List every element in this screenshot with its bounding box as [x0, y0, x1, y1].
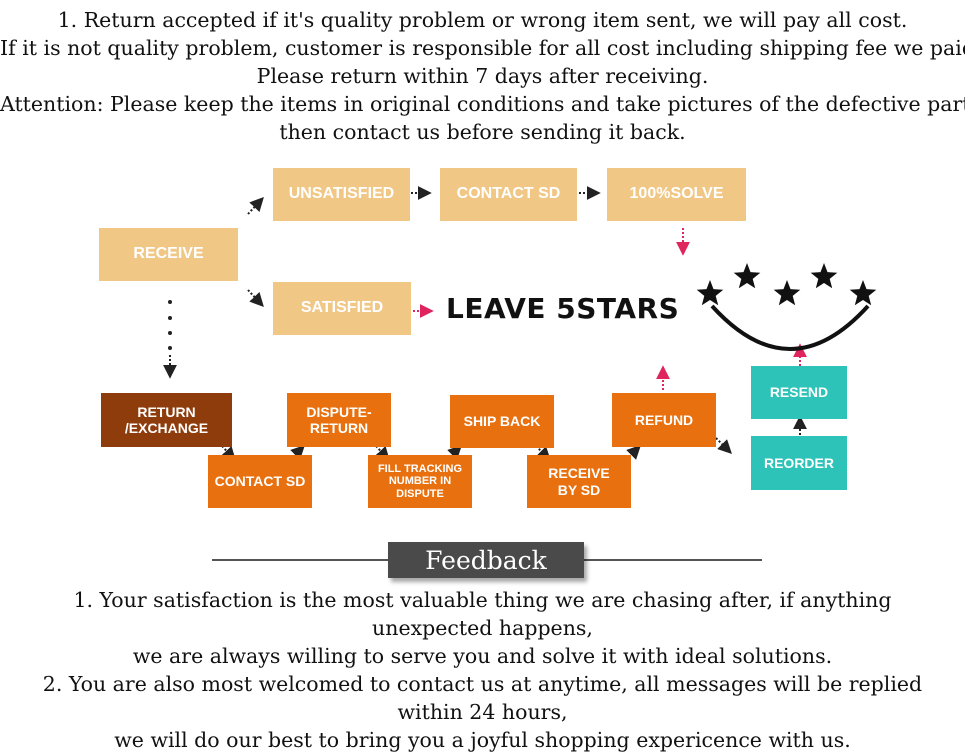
arrow-refund-reorder: [715, 437, 732, 454]
arrow-receiveby-refund: [625, 445, 641, 461]
node-satisfied: SATISFIED: [273, 282, 411, 335]
arrow-contact-dispute: [289, 445, 305, 461]
policy-line-1: 1. Return accepted if it's quality probl…: [57, 8, 908, 32]
arrow-receive-unsatisfied: [247, 196, 264, 215]
node-return-exchange: RETURN /EXCHANGE: [101, 393, 232, 447]
fill-tracking-line-3: DISPUTE: [396, 487, 444, 500]
policy-line-5: then contact us before sending it back.: [279, 120, 686, 144]
leave-5-stars-label: LEAVE 5STARS: [446, 292, 680, 325]
node-ship-back: SHIP BACK: [450, 395, 554, 448]
dotted-receive-return: [168, 300, 172, 350]
node-resend: RESEND: [751, 366, 847, 419]
fill-tracking-line-1: FILL TRACKING: [377, 462, 463, 475]
arrow-return-contact: [221, 445, 236, 462]
feedback-line-2: we are always willing to serve you and s…: [132, 644, 833, 668]
node-contact-sd-bottom: CONTACT SD: [208, 455, 312, 508]
policy-line-4: Attention: Please keep the items in orig…: [0, 92, 965, 116]
fill-tracking-line-2: NUMBER IN: [388, 475, 452, 488]
dispute-return-line-1: DISPUTE-: [306, 403, 372, 420]
arrow-ship-receiveby: [535, 445, 551, 461]
node-receive: RECEIVE: [99, 228, 238, 281]
feedback-line-4: we will do our best to bring you a joyfu…: [114, 728, 851, 752]
return-policy: 1. Return accepted if it's quality probl…: [0, 6, 965, 146]
node-fill-tracking: FILL TRACKING NUMBER IN DISPUTE: [368, 455, 472, 508]
node-receive-by-sd: RECEIVE BY SD: [527, 455, 631, 508]
smile-arc: [710, 304, 870, 351]
node-contact-sd-top: CONTACT SD: [440, 168, 577, 221]
node-dispute-return: DISPUTE- RETURN: [287, 393, 391, 447]
feedback-heading: Feedback: [388, 542, 584, 578]
feedback-text: 1. Your satisfaction is the most valuabl…: [0, 586, 965, 754]
feedback-line-3: 2. You are also most welcomed to contact…: [42, 672, 923, 724]
star-icon: [773, 280, 801, 306]
feedback-line-1: 1. Your satisfaction is the most valuabl…: [73, 588, 892, 640]
star-icon: [733, 263, 761, 289]
dispute-return-line-2: RETURN: [309, 420, 369, 436]
receive-by-sd-line-2: BY SD: [557, 481, 601, 498]
return-exchange-line-1: RETURN: [137, 403, 196, 420]
star-icon: [849, 280, 877, 306]
arrow-fill-ship: [446, 445, 462, 461]
receive-by-sd-line-1: RECEIVE: [548, 465, 610, 482]
arrow-receive-satisfied: [247, 289, 264, 308]
policy-line-2: If it is not quality problem, customer i…: [0, 36, 965, 60]
node-unsatisfied: UNSATISFIED: [273, 168, 410, 221]
node-100-solve: 100%SOLVE: [607, 168, 746, 221]
return-exchange-line-2: /EXCHANGE: [124, 420, 209, 436]
arrow-dispute-fill: [375, 445, 390, 462]
node-reorder: REORDER: [751, 436, 847, 490]
star-icon: [810, 263, 838, 289]
policy-line-3: Please return within 7 days after receiv…: [256, 64, 709, 88]
five-stars: [696, 263, 877, 306]
star-icon: [696, 280, 724, 306]
node-refund: REFUND: [612, 393, 716, 447]
